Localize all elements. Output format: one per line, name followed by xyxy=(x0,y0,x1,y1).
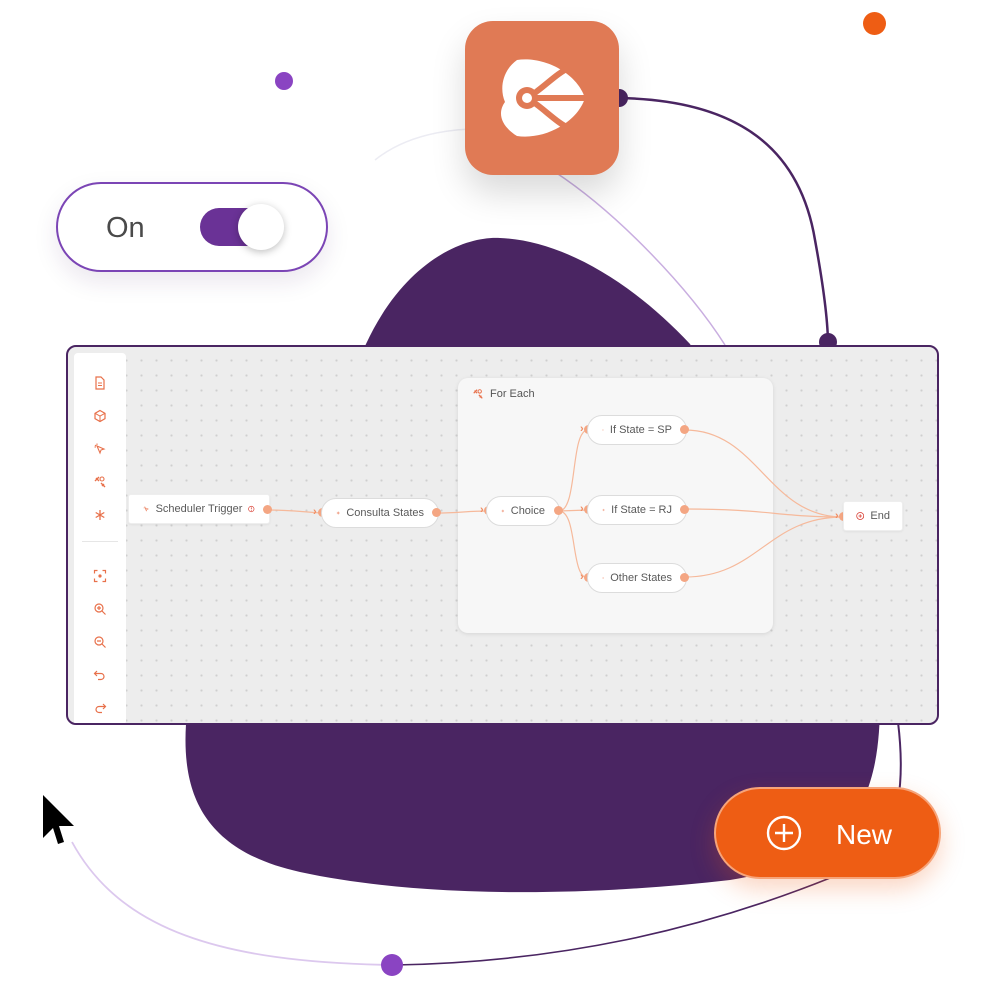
node-consulta-states[interactable]: Consulta States xyxy=(321,498,439,528)
toolbar-separator xyxy=(82,541,118,542)
asterisk-icon xyxy=(336,511,340,515)
add-circle-icon xyxy=(856,512,865,520)
node-label: If State = RJ xyxy=(611,504,672,516)
input-arrow: › xyxy=(580,423,584,435)
input-arrow: › xyxy=(580,571,584,583)
new-button-label: New xyxy=(836,819,893,850)
output-port[interactable] xyxy=(554,506,563,515)
node-label: Consulta States xyxy=(346,507,424,519)
asterisk-icon xyxy=(602,429,604,431)
node-scheduler-trigger[interactable]: Scheduler Trigger xyxy=(128,494,270,524)
asterisk-icon xyxy=(602,577,604,579)
node-end[interactable]: End xyxy=(843,501,903,531)
input-arrow: › xyxy=(580,503,584,515)
mouse-pointer-icon xyxy=(43,795,74,844)
on-off-toggle[interactable] xyxy=(200,204,284,250)
flow-editor-canvas[interactable]: For Each Scheduler Trigger › Consulta St… xyxy=(66,345,939,725)
trigger-icon xyxy=(143,506,149,512)
node-label: Scheduler Trigger xyxy=(155,503,243,515)
node-label: If State = SP xyxy=(609,424,672,436)
output-port[interactable] xyxy=(680,425,689,434)
zoom-out-icon[interactable] xyxy=(88,630,112,654)
warning-icon xyxy=(248,505,255,513)
group-header: For Each xyxy=(472,388,535,400)
editor-toolbar xyxy=(74,353,126,723)
asterisk-icon xyxy=(602,508,605,512)
integration-logo-icon xyxy=(501,59,585,137)
app-tile[interactable] xyxy=(465,21,619,175)
plus-circle-icon xyxy=(766,815,802,851)
node-choice[interactable]: Choice xyxy=(486,496,560,526)
node-label: Choice xyxy=(510,505,545,517)
output-port[interactable] xyxy=(263,505,272,514)
toggle-knob xyxy=(238,204,284,250)
input-arrow: › xyxy=(313,506,317,518)
output-port[interactable] xyxy=(680,505,689,514)
undo-icon[interactable] xyxy=(88,663,112,687)
trigger-icon[interactable] xyxy=(88,437,112,461)
node-other-states[interactable]: Other States xyxy=(587,563,687,593)
tool-icon xyxy=(473,389,483,399)
node-label: Other States xyxy=(610,572,672,584)
tool-icon[interactable] xyxy=(88,470,112,494)
asterisk-icon[interactable] xyxy=(88,503,112,527)
toggle-card: On xyxy=(56,182,328,272)
document-icon[interactable] xyxy=(88,371,112,395)
toggle-label: On xyxy=(106,212,145,244)
new-button[interactable]: New xyxy=(714,787,941,879)
zoom-in-icon[interactable] xyxy=(88,597,112,621)
node-if-state-sp[interactable]: If State = SP xyxy=(587,415,687,445)
output-port[interactable] xyxy=(680,573,689,582)
input-arrow: › xyxy=(835,510,839,522)
fit-view-icon[interactable] xyxy=(88,564,112,588)
cube-icon[interactable] xyxy=(88,404,112,428)
decor-dot-orange xyxy=(863,12,886,35)
redo-icon[interactable] xyxy=(88,696,112,720)
output-port[interactable] xyxy=(432,508,441,517)
decor-dot-purple xyxy=(275,72,293,90)
node-label: End xyxy=(870,510,890,522)
group-label: For Each xyxy=(490,388,535,400)
asterisk-icon xyxy=(501,509,505,513)
node-if-state-rj[interactable]: If State = RJ xyxy=(587,495,687,525)
input-arrow: › xyxy=(480,504,484,516)
